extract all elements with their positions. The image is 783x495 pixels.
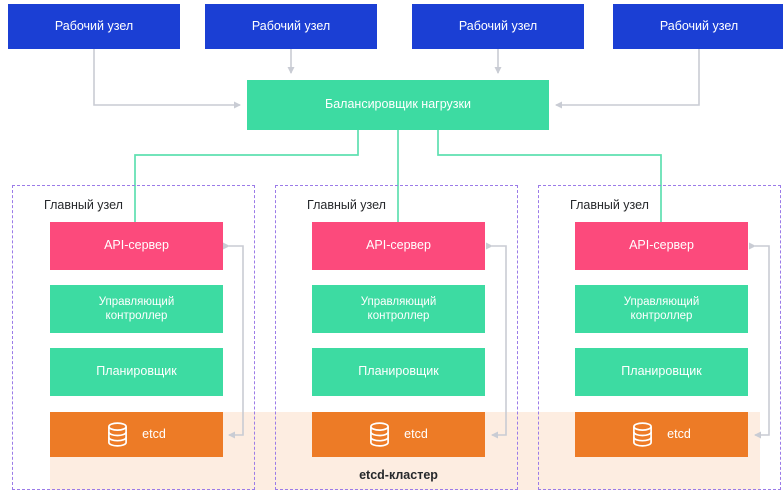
scheduler-label: Планировщик: [96, 364, 177, 379]
master-node-zone-2: [275, 185, 518, 490]
etcd-box-1[interactable]: etcd: [50, 412, 223, 457]
controller-manager-label: Управляющий контроллер: [98, 295, 175, 322]
load-balancer-box[interactable]: Балансировщик нагрузки: [247, 80, 549, 130]
master-node-title-2: Главный узел: [307, 198, 386, 212]
master-node-title-3: Главный узел: [570, 198, 649, 212]
api-server-label: API-сервер: [366, 238, 431, 253]
worker-node-label: Рабочий узел: [54, 18, 134, 33]
etcd-label: etcd: [667, 426, 691, 441]
controller-manager-label: Управляющий контроллер: [623, 295, 700, 322]
controller-manager-box-1[interactable]: Управляющий контроллер: [50, 285, 223, 333]
controller-manager-box-2[interactable]: Управляющий контроллер: [312, 285, 485, 333]
api-server-label: API-сервер: [104, 238, 169, 253]
worker-node-label: Рабочий узел: [659, 18, 739, 33]
scheduler-box-1[interactable]: Планировщик: [50, 348, 223, 396]
etcd-label: etcd: [404, 426, 428, 441]
master-node-title-1: Главный узел: [44, 198, 123, 212]
worker-node-4[interactable]: Рабочий узел: [613, 4, 783, 49]
api-server-box-3[interactable]: API-сервер: [575, 222, 748, 270]
worker-node-2[interactable]: Рабочий узел: [205, 4, 377, 49]
api-server-box-1[interactable]: API-сервер: [50, 222, 223, 270]
database-icon: [107, 422, 128, 447]
api-server-label: API-сервер: [629, 238, 694, 253]
scheduler-label: Планировщик: [358, 364, 439, 379]
worker-node-label: Рабочий узел: [458, 18, 538, 33]
etcd-box-3[interactable]: etcd: [575, 412, 748, 457]
worker-node-label: Рабочий узел: [251, 18, 331, 33]
etcd-cluster-label: etcd-кластер: [359, 468, 438, 482]
master-node-zone-1: [12, 185, 255, 490]
database-icon: [632, 422, 653, 447]
etcd-label: etcd: [142, 426, 166, 441]
controller-manager-label: Управляющий контроллер: [360, 295, 437, 322]
scheduler-box-3[interactable]: Планировщик: [575, 348, 748, 396]
load-balancer-label: Балансировщик нагрузки: [325, 97, 471, 112]
scheduler-box-2[interactable]: Планировщик: [312, 348, 485, 396]
scheduler-label: Планировщик: [621, 364, 702, 379]
database-icon: [369, 422, 390, 447]
controller-manager-box-3[interactable]: Управляющий контроллер: [575, 285, 748, 333]
worker-node-3[interactable]: Рабочий узел: [412, 4, 584, 49]
worker-node-1[interactable]: Рабочий узел: [8, 4, 180, 49]
etcd-box-2[interactable]: etcd: [312, 412, 485, 457]
api-server-box-2[interactable]: API-сервер: [312, 222, 485, 270]
